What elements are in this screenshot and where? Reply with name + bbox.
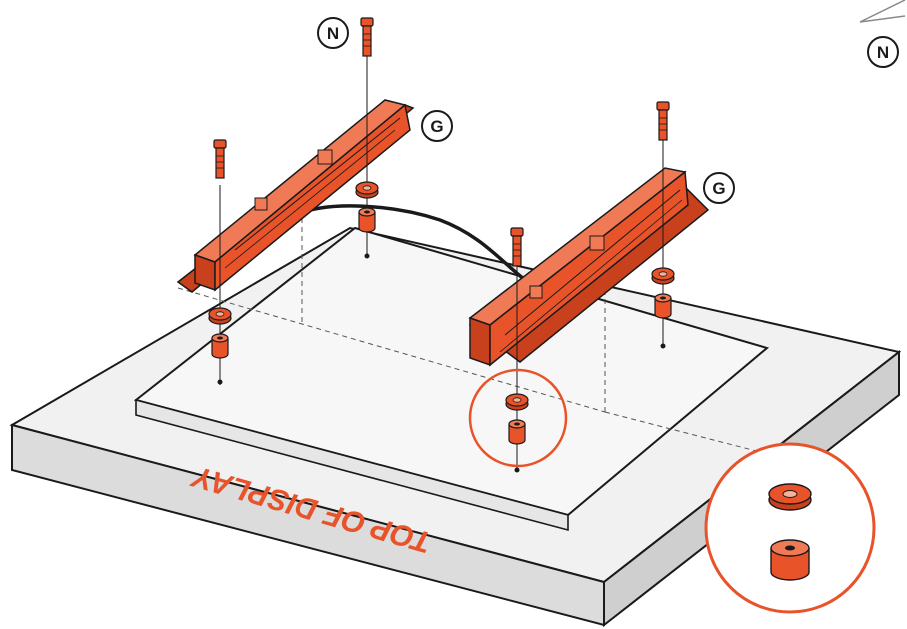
spacer-icon [358, 207, 376, 233]
callout-right-bracket-label: G [712, 179, 725, 198]
detail-spacer [770, 539, 810, 581]
left-mounting-bracket [176, 99, 415, 293]
inner-panel [133, 226, 770, 532]
washer-icon [505, 393, 529, 411]
mounting-holes [217, 253, 666, 473]
right-mounting-bracket [468, 167, 710, 367]
callout-bolt: N [317, 17, 349, 49]
washer-icon [208, 307, 232, 325]
callout-left-bracket: G [421, 110, 453, 142]
detail-washer [768, 483, 812, 511]
hex-bolt-icon [656, 101, 670, 141]
callout-corner-label: N [877, 43, 889, 62]
page-corner-fragment [859, 0, 906, 23]
magnifier-detail-icon [704, 442, 876, 614]
washer-icon [651, 267, 675, 285]
connecting-cable [294, 204, 527, 282]
callout-left-bracket-label: G [430, 117, 443, 136]
highlight-ring [468, 368, 568, 468]
hex-bolt-icon [360, 17, 374, 57]
spacer-icon [211, 333, 229, 359]
inner-panel-side [135, 398, 569, 532]
hex-bolt-icon [510, 227, 524, 267]
callout-bolt-label: N [327, 24, 339, 43]
spacer-icon [654, 293, 672, 319]
hex-bolt-icon [213, 139, 227, 179]
callout-right-bracket: G [703, 172, 735, 204]
callout-corner: N [867, 36, 899, 68]
washer-icon [355, 181, 379, 199]
spacer-icon [508, 419, 526, 445]
